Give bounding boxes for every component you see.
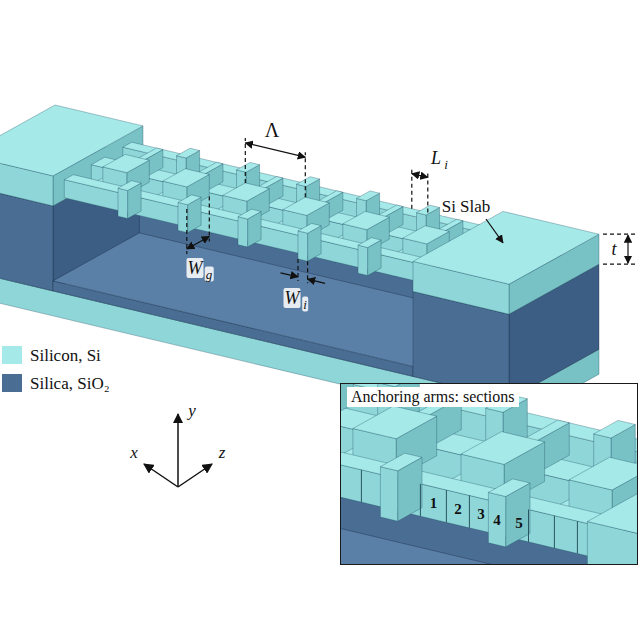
block-face	[283, 197, 330, 215]
width-label: W	[284, 288, 301, 308]
block-face	[358, 245, 368, 275]
block-face	[341, 384, 624, 528]
dimension-guide	[603, 234, 635, 235]
dimension-lines	[187, 138, 635, 284]
dimension-guide	[186, 209, 187, 254]
block-face	[103, 154, 150, 172]
axis-arrow	[178, 464, 212, 487]
dimension-arrow	[627, 235, 628, 263]
dimension-arrow	[281, 273, 299, 277]
section-divider	[420, 484, 421, 516]
dimension-arrow	[308, 279, 326, 283]
block-face	[297, 177, 320, 187]
inset-zoom	[341, 384, 637, 564]
block-face	[569, 457, 637, 490]
dimension-guide	[245, 138, 246, 183]
block-face	[223, 183, 269, 201]
section-divider	[554, 516, 555, 548]
block-face	[587, 432, 637, 563]
dimension-guide	[411, 169, 412, 209]
block-face	[594, 420, 636, 438]
structure-3d	[0, 105, 599, 424]
block-face	[413, 211, 599, 284]
dimension-guide	[603, 264, 635, 265]
subscript: i	[302, 297, 308, 312]
section-divider	[361, 470, 362, 502]
callout-label: Si Slab	[441, 197, 492, 216]
axis-label: y	[188, 402, 196, 419]
axis-arrow	[144, 464, 178, 487]
section-number: 1	[430, 496, 438, 511]
legend-text: Silicon, Si	[30, 347, 101, 364]
block-face	[178, 195, 201, 205]
block-face	[163, 169, 210, 187]
section-divider	[528, 510, 529, 542]
block-face	[118, 181, 141, 191]
dimension-arrow	[412, 174, 428, 178]
subscript: g	[205, 267, 214, 282]
section-number: 4	[493, 512, 501, 527]
axis-label: z	[219, 444, 226, 461]
dimension-guide	[427, 172, 428, 212]
dimension-guide	[305, 152, 306, 197]
block-face	[118, 188, 128, 218]
block-face	[298, 223, 321, 233]
legend-swatch	[2, 374, 22, 392]
block-face	[380, 453, 422, 471]
section-divider	[577, 521, 578, 553]
block-face	[357, 191, 380, 201]
section-number: 3	[477, 507, 485, 522]
inset-heading: Anchoring arms: sections	[347, 387, 519, 407]
section-number: 5	[515, 516, 523, 531]
dimension-guide	[209, 196, 210, 241]
block-face	[237, 162, 260, 172]
axis-arrow	[177, 414, 179, 487]
block-face	[178, 202, 188, 232]
axis-label: x	[130, 444, 138, 461]
block-face	[461, 432, 545, 465]
block-face	[488, 479, 530, 497]
block-face	[488, 492, 505, 547]
block-face	[177, 148, 200, 158]
dimension-arrow	[245, 143, 305, 157]
legend-text: Silica, SiO₂	[30, 375, 110, 392]
axes	[144, 414, 212, 487]
block-face	[238, 209, 261, 219]
section-divider	[446, 490, 447, 522]
period-label: Λ	[264, 119, 281, 141]
block-face	[358, 238, 381, 248]
block-face	[238, 217, 248, 247]
inset-box: Anchoring arms: sections	[340, 383, 638, 565]
block-face	[64, 180, 424, 283]
thickness-label: t	[610, 239, 617, 259]
block-face	[403, 226, 450, 244]
dimension-arrow	[187, 236, 210, 249]
section-divider	[469, 495, 470, 527]
block-face	[298, 231, 308, 261]
dimension-guide	[297, 259, 298, 281]
subscript: i	[443, 157, 449, 172]
section-number: 2	[454, 501, 462, 516]
dimension-arrow	[486, 219, 503, 243]
block-face	[341, 384, 608, 561]
block-face	[353, 406, 437, 439]
legend-swatch	[2, 346, 22, 364]
block-face	[343, 211, 390, 229]
block-face	[380, 467, 397, 522]
length-label: L	[430, 148, 442, 168]
width-label: W	[187, 258, 204, 278]
